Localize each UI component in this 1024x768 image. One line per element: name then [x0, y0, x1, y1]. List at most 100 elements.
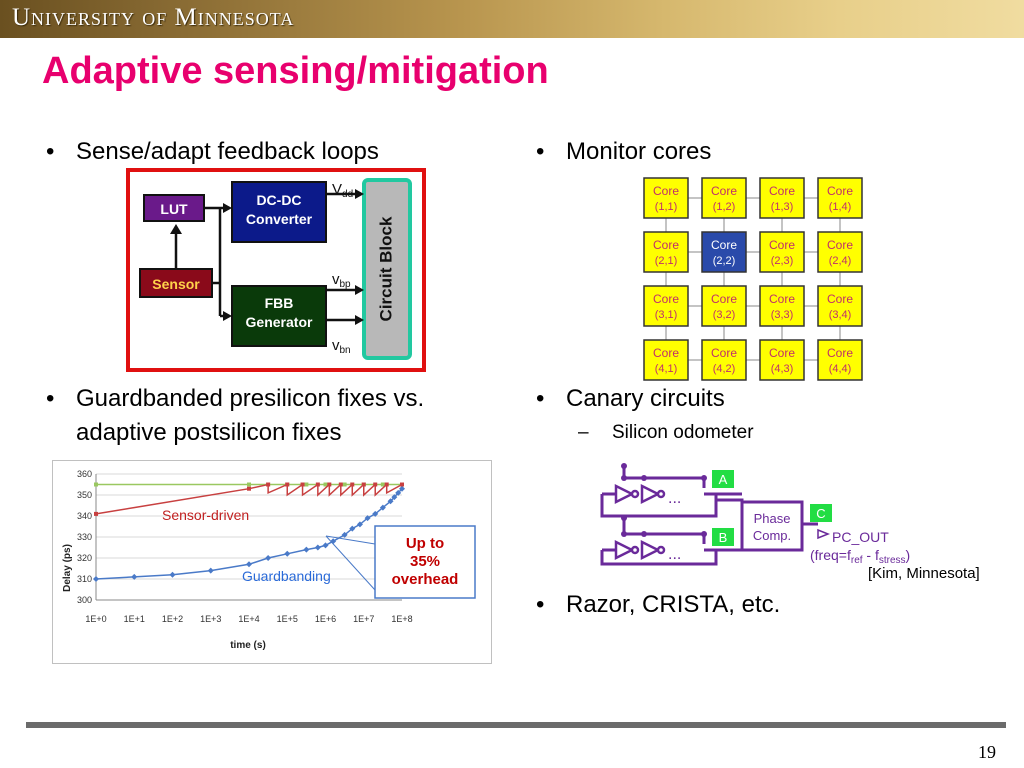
slide-title: Adaptive sensing/mitigation	[42, 50, 549, 92]
core-label: Core	[769, 346, 795, 360]
data-point	[207, 567, 214, 574]
core-label: Core	[653, 238, 679, 252]
bullet-marker: •	[46, 138, 55, 165]
core-coordinate: (1,2)	[713, 201, 736, 213]
data-point	[349, 525, 356, 532]
core-3-4: Core(3,4)	[817, 285, 863, 327]
data-point	[285, 482, 290, 487]
core-label: Core	[711, 184, 737, 198]
x-tick-label: 1E+0	[85, 614, 106, 624]
data-point	[372, 510, 379, 517]
data-point	[400, 482, 404, 487]
data-point	[399, 485, 405, 492]
data-point	[265, 555, 272, 561]
bullet-marker: •	[536, 138, 545, 165]
x-tick-label: 1E+7	[353, 614, 374, 624]
data-point	[364, 515, 371, 522]
data-point	[247, 486, 251, 491]
callout-pointer-2	[325, 535, 376, 591]
bottom-chain-ellipsis: ...	[668, 546, 681, 563]
node-c	[810, 504, 832, 522]
bullet-text: Canary circuits	[566, 385, 725, 412]
top-chain-ellipsis: ...	[668, 490, 681, 507]
sub-bullet-text: Silicon odometer	[612, 422, 754, 443]
node-b-label: B	[719, 530, 728, 545]
core-label: Core	[653, 292, 679, 306]
core-2-3: Core(2,3)	[759, 231, 805, 273]
series-line-2	[95, 482, 403, 515]
sensor-label: Sensor	[152, 276, 200, 292]
bullet-monitor-cores: • Monitor cores	[536, 135, 712, 169]
data-point	[379, 504, 386, 511]
data-point	[380, 482, 385, 487]
fbb-label-2: Generator	[246, 314, 313, 330]
core-2-1: Core (2,1)	[643, 231, 689, 273]
lut-box	[143, 194, 205, 222]
footer-rule	[26, 722, 1006, 728]
core-label: Core	[711, 238, 737, 252]
core-3-3: Core(3,3)	[759, 285, 805, 327]
dcdc-converter-box	[231, 181, 327, 243]
x-tick-label: 1E+1	[124, 614, 145, 624]
chart-grid	[95, 473, 402, 601]
core-coordinate: (3,1)	[655, 309, 678, 321]
bullet-guardbanded: • Guardbanded presilicon fixes vs. adapt…	[46, 382, 506, 450]
data-point	[330, 538, 337, 545]
core-label: Core	[827, 238, 853, 252]
node-a-label: A	[719, 472, 728, 487]
data-point	[350, 482, 355, 487]
fbb-generator-box	[231, 285, 327, 347]
node-b	[712, 528, 734, 546]
node-c-label: C	[816, 506, 825, 521]
x-tick-label: 1E+4	[238, 614, 259, 624]
core-coordinate: (4,2)	[713, 363, 736, 375]
circuit-block-label: Circuit Block	[376, 216, 395, 321]
frequency-label: (freq=fref - fstress)	[810, 547, 910, 566]
silicon-odometer-schematic: ... ... Phase Comp. A B C PC_OUT (freq=f…	[600, 463, 910, 566]
bullet-marker: •	[536, 591, 545, 618]
data-point	[395, 489, 402, 496]
core-label: Core	[769, 184, 795, 198]
core-cells: Core(1,1)Core(1,2)Core(1,3)Core(1,4)Core…	[643, 177, 863, 381]
data-point	[266, 482, 271, 487]
node-a	[712, 470, 734, 488]
core-label: Core	[827, 184, 853, 198]
y-tick-label: 320	[77, 553, 92, 563]
core-label: Core	[711, 346, 737, 360]
x-tick-label: 1E+5	[277, 614, 298, 624]
y-axis-label: Delay (ps)	[62, 544, 73, 592]
x-axis-label: time (s)	[230, 640, 266, 651]
bullet-text: Monitor cores	[566, 138, 712, 165]
dcdc-label-1: DC-DC	[256, 192, 301, 208]
bullet-marker: •	[46, 385, 55, 412]
core-1-1: Core(1,1)	[643, 177, 689, 219]
core-4-3: Core(4,3)	[759, 339, 805, 381]
bullet-text: Razor, CRISTA, etc.	[566, 591, 781, 618]
data-point	[94, 511, 98, 516]
phase-comp-label-1: Phase	[754, 511, 791, 526]
sensor-driven-label: Sensor-driven	[162, 507, 249, 523]
data-point	[314, 544, 321, 551]
citation: [Kim, Minnesota]	[868, 565, 980, 582]
callout-pointer-1	[325, 535, 376, 545]
core-4-1: Core(4,1)	[643, 339, 689, 381]
core-label: Core	[827, 346, 853, 360]
core-grid: Core(1,1)Core(1,2)Core(1,3)Core(1,4)Core…	[643, 177, 863, 381]
data-point	[341, 531, 348, 538]
core-coordinate: (3,2)	[713, 309, 736, 321]
overhead-callout-1: Up to	[406, 535, 444, 552]
bullet-razor-crista: • Razor, CRISTA, etc.	[536, 588, 781, 622]
x-tick-label: 1E+6	[315, 614, 336, 624]
data-point	[93, 576, 99, 582]
fbb-label-1: FBB	[265, 295, 294, 311]
data-point	[323, 482, 328, 487]
vdd-label: Vdd	[332, 181, 353, 200]
core-coordinate: (1,1)	[655, 201, 678, 213]
pc-out-label: PC_OUT	[832, 529, 889, 545]
circuit-block	[362, 178, 412, 360]
bullet-marker: •	[536, 385, 545, 412]
vbp-label: vbp	[332, 271, 351, 290]
core-coordinate: (2,1)	[655, 255, 678, 267]
x-tick-label: 1E+3	[200, 614, 221, 624]
